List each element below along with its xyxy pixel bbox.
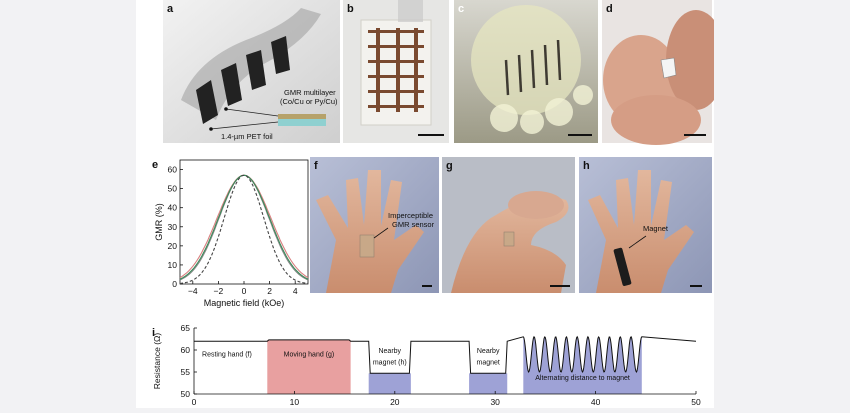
figure-page: GMR multilayer (Co/Cu or Py/Cu) 1.4-µm P… — [136, 0, 726, 408]
panel-label-b: b — [347, 3, 354, 15]
panel-label-a: a — [167, 3, 174, 15]
chart-e-ytick-label: 50 — [168, 184, 178, 194]
chart-e-xtick-label: −2 — [214, 286, 224, 296]
chart-i-shaded-segment — [523, 336, 642, 394]
panel-f-annotation-line1: Imperceptible — [388, 211, 433, 220]
chart-e-frame — [179, 159, 309, 285]
chart-e-series-4 — [179, 174, 309, 284]
panel-g-photo — [442, 157, 575, 293]
panel-label-g: g — [446, 160, 453, 172]
panel-label-c: c — [458, 3, 464, 15]
panel-label-e: e — [152, 159, 158, 171]
chart-i-ylabel: Resistance (Ω) — [152, 333, 162, 390]
chart-e-ytick-label: 40 — [168, 203, 178, 213]
chart-i-xtick-label: 0 — [192, 397, 197, 407]
chart-i-xtick-label: 30 — [490, 397, 500, 407]
chart-i-xtick-label: 40 — [591, 397, 601, 407]
figure-canvas: GMR multilayer (Co/Cu or Py/Cu) 1.4-µm P… — [152, 0, 726, 407]
panel-label-d: d — [606, 3, 613, 15]
panel-b-scale-bar — [418, 134, 444, 136]
chart-i-shaded-segment — [469, 373, 508, 394]
chart-i-segment-label: Nearby — [378, 348, 401, 355]
chart-e-xtick-label: 4 — [293, 286, 298, 296]
chart-i-signal-line — [194, 335, 697, 374]
panel-f-annotation-line2: GMR sensor — [392, 220, 435, 229]
panel-label-i: i — [152, 327, 155, 339]
chart-e-xtick-label: 0 — [242, 286, 247, 296]
chart-e-ytick-label: 10 — [168, 260, 178, 270]
chart-e-ytick-label: 0 — [172, 279, 177, 289]
panel-h-photo: Magnet — [579, 157, 712, 293]
panel-a-annotation-material: (Co/Cu or Py/Cu) — [280, 97, 338, 106]
chart-e-series-1 — [179, 174, 309, 281]
panel-b-photo — [343, 0, 449, 143]
panel-i-chart: 50 55 60 65 0 10 20 30 40 50 Resistance (Ω) Resting… — [152, 323, 701, 407]
chart-i-segment-label: magnet — [476, 360, 499, 367]
chart-e-ytick-label: 20 — [168, 241, 178, 251]
chart-i-ytick-label: 65 — [181, 323, 191, 333]
chart-e-xtick-label: 2 — [267, 286, 272, 296]
chart-i-segment-label: magnet (h) — [373, 360, 407, 367]
pet-foil-strip — [278, 118, 326, 126]
panel-c-photo — [454, 0, 598, 143]
panel-g-scale-bar — [550, 285, 570, 287]
chart-i-xtick-label: 50 — [691, 397, 701, 407]
magnet-bar — [613, 247, 632, 286]
panel-f-scale-bar — [422, 285, 432, 287]
panel-h-scale-bar — [690, 285, 702, 287]
chart-e-xtick-label: −4 — [188, 286, 198, 296]
chart-i-label-resting: Resting hand (f) — [202, 352, 252, 359]
chart-i-ytick-label: 60 — [181, 345, 191, 355]
chart-i-shaded-segment — [267, 339, 351, 394]
chart-i-ytick-label: 55 — [181, 367, 191, 377]
chart-i-ytick-label: 50 — [181, 389, 191, 399]
panel-a-annotation-layer: GMR multilayer — [284, 88, 336, 97]
chart-e-ylabel: GMR (%) — [154, 203, 164, 241]
panel-label-f: f — [314, 160, 318, 172]
panel-f-photo: Imperceptible GMR sensor — [310, 157, 439, 293]
panel-d-photo — [602, 0, 726, 145]
chart-i-xtick-label: 20 — [390, 397, 400, 407]
chart-e-ytick-label: 60 — [168, 165, 178, 175]
panel-d-scale-bar — [684, 134, 706, 136]
panel-a-annotation-foil: 1.4-µm PET foil — [221, 132, 273, 141]
panel-h-annotation: Magnet — [643, 224, 669, 233]
chart-i-segment-label: Alternating distance to magnet — [535, 375, 630, 382]
chart-i-segment-label: Nearby — [477, 348, 500, 355]
chart-i-xtick-label: 10 — [290, 397, 300, 407]
panel-label-h: h — [583, 160, 590, 172]
panel-a-photo: GMR multilayer (Co/Cu or Py/Cu) 1.4-µm P… — [163, 0, 340, 143]
chart-e-xlabel: Magnetic field (kOe) — [204, 298, 285, 308]
chart-i-segment-label: Moving hand (g) — [284, 352, 335, 359]
panel-c-scale-bar — [568, 134, 592, 136]
gmr-layer-strip — [278, 114, 326, 119]
chart-e-ytick-label: 30 — [168, 222, 178, 232]
chart-e-series-3 — [179, 174, 309, 280]
chart-i-shaded-segment — [368, 373, 411, 394]
